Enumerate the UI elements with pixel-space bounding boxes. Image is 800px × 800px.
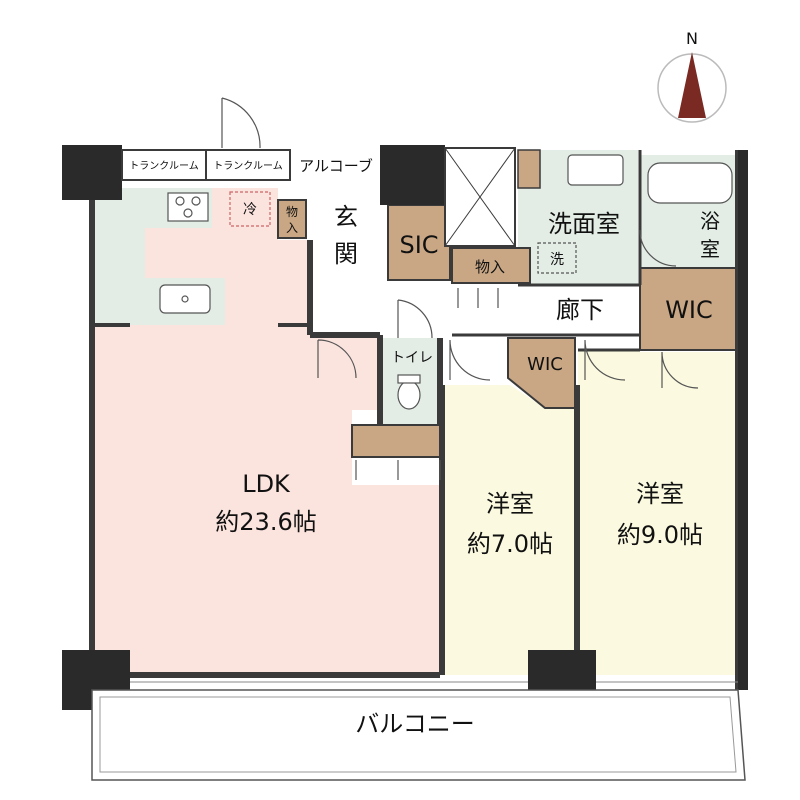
doors [317, 229, 699, 480]
compass-needle-icon [678, 52, 706, 118]
ldk-room [92, 188, 440, 675]
storage-hall-label: 物入 [475, 258, 505, 276]
trunk-rooms [121, 97, 291, 181]
bedroom1-name: 洋室 [486, 490, 534, 518]
toilet-label: トイレ [391, 350, 433, 366]
bath-label-2: 室 [700, 237, 720, 261]
bedroom1-room [442, 385, 575, 675]
wic-small [507, 337, 576, 409]
bedroom2-room [578, 350, 738, 675]
washer-label: 洗 [550, 252, 564, 268]
alcove-label: アルコーブ [299, 157, 373, 175]
compass: N [657, 29, 727, 123]
balcony-label: バルコニー [355, 710, 475, 738]
fridge-space [229, 191, 271, 227]
wic-small-label: WIC [527, 354, 563, 375]
ldk-name: LDK [242, 470, 291, 498]
sic-label: SIC [399, 231, 438, 259]
storage-kitchen-label-2: 入 [286, 221, 298, 235]
ldk-closet [351, 424, 441, 458]
pillars [62, 145, 748, 710]
washbasin-icon [567, 154, 624, 186]
pillar-e [738, 150, 748, 690]
washroom-label: 洗面室 [548, 210, 620, 238]
entrance-label-1: 玄 [334, 203, 358, 231]
balcony [91, 681, 746, 781]
compass-north-label: N [686, 29, 698, 48]
bedroom1-size: 約7.0帖 [467, 530, 553, 558]
washroom-fixtures [397, 154, 733, 410]
bedroom2-size: 約9.0帖 [617, 521, 703, 549]
entrance-label-2: 関 [334, 240, 358, 268]
pipe-shaft [444, 147, 516, 247]
sic-closet [387, 204, 451, 281]
washroom-shelf [517, 149, 541, 189]
hallway-label: 廊下 [556, 296, 604, 324]
trunk-room-2-label: トランクルーム [213, 160, 282, 172]
bedroom2-name: 洋室 [636, 480, 684, 508]
storage-kitchen [277, 199, 307, 239]
kitchen-fixtures [159, 191, 271, 314]
pillar-nw [62, 145, 122, 200]
washer-space [537, 242, 577, 274]
trunk-door-icon [221, 97, 261, 149]
toilet-icon [397, 380, 421, 410]
ldk-size: 約23.6帖 [215, 508, 316, 536]
stove-icon [167, 192, 209, 222]
wic-large-label: WIC [665, 296, 713, 324]
room-labels: LDK 約23.6帖 洋室 約7.0帖 洋室 約9.0帖 玄 関 SIC WIC… [129, 157, 720, 738]
storage-hall [451, 247, 531, 284]
pillar-n [380, 145, 445, 205]
fridge-label: 冷 [243, 202, 257, 218]
bathtub-icon [647, 162, 733, 204]
trunk-room-1-label: トランクルーム [129, 160, 198, 172]
storage-kitchen-label-1: 物 [286, 205, 298, 219]
bath-label-1: 浴 [700, 209, 720, 233]
sink-icon [159, 284, 211, 314]
